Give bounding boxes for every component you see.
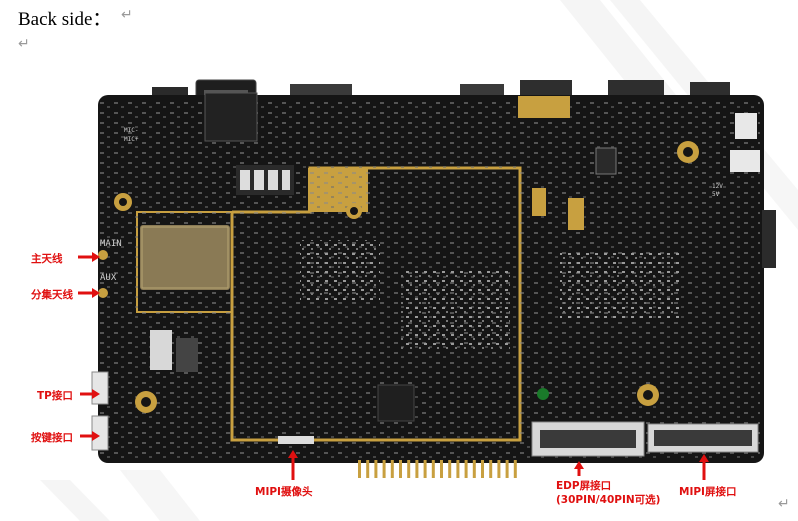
paragraph-mark-icon: ↵: [121, 7, 133, 23]
component-cluster: [560, 250, 680, 320]
silk-12v: 12V: [712, 183, 723, 190]
label-edp-line2: (30PIN/40PIN可选): [556, 494, 661, 506]
header-pin: [497, 460, 501, 478]
label-main-antenna: 主天线: [31, 253, 63, 265]
rf-module: [140, 225, 230, 290]
mounting-holes: [114, 141, 699, 413]
label-edp-port: EDP屏接口 (30PIN/40PIN可选): [556, 479, 660, 507]
header-pin: [456, 460, 460, 478]
label-mipi-camera: MIPI摄像头: [255, 486, 313, 498]
header-pin: [464, 460, 468, 478]
header-pin: [505, 460, 509, 478]
header-pin: [382, 460, 386, 478]
silk-mic-neg: MIC-: [124, 127, 138, 134]
side-connector: [762, 210, 776, 268]
paragraph-mark-icon: ↵: [778, 496, 790, 512]
header-pin: [390, 460, 394, 478]
silk-aux: AUX: [100, 273, 117, 283]
header-pin: [431, 460, 435, 478]
label-edp-line1: EDP屏接口: [556, 480, 612, 492]
red-arrows: [78, 252, 709, 480]
header-pin: [423, 460, 427, 478]
header-pin: [374, 460, 378, 478]
header-pin: [489, 460, 493, 478]
component-cluster: [300, 240, 380, 300]
header-pin: [472, 460, 476, 478]
main-antenna-connector: [98, 250, 108, 260]
header-pin: [415, 460, 419, 478]
label-key-port: 按键接口: [31, 432, 73, 444]
label-tp-port: TP接口: [37, 390, 73, 402]
silk-main: MAIN: [100, 239, 122, 249]
component-cluster: [400, 270, 510, 350]
silk-mic-pos: MIC+: [124, 136, 139, 143]
header-pin: [358, 460, 361, 478]
header-pin: [448, 460, 452, 478]
label-mipi-screen: MIPI屏接口: [679, 486, 737, 498]
tp-connector: [91, 371, 109, 405]
document-heading: Back side：: [18, 9, 112, 30]
aux-antenna-connector: [98, 288, 108, 298]
header-pin: [407, 460, 411, 478]
sim-slot: [204, 92, 258, 142]
header-pin: [366, 460, 370, 478]
header-pin: [440, 460, 443, 478]
header-pin: [399, 460, 402, 478]
paragraph-mark-icon: ↵: [18, 36, 30, 52]
label-diversity-antenna: 分集天线: [31, 289, 73, 301]
chips: [150, 96, 760, 422]
header-pin: [513, 460, 517, 478]
pin-header: [358, 460, 517, 478]
header-pin: [481, 460, 484, 478]
silk-5v: 5V: [712, 191, 720, 198]
mipi-camera-connector: [278, 436, 314, 444]
